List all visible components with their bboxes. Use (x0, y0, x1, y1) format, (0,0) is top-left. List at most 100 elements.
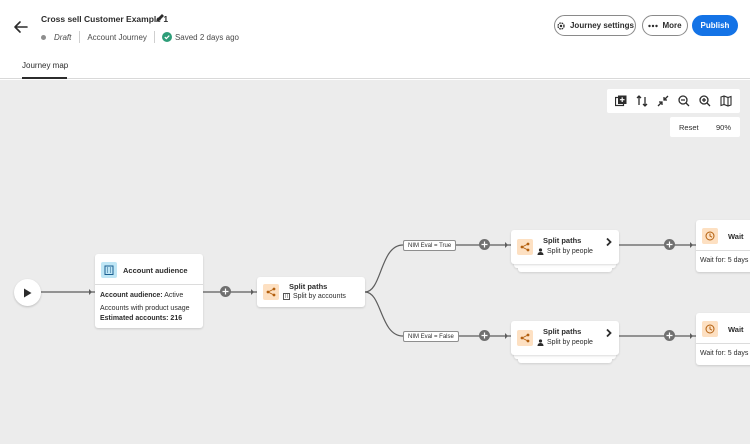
map-icon (719, 95, 732, 107)
person-icon (537, 339, 544, 346)
split-paths-node-bottom[interactable]: Split paths Split by people (511, 321, 619, 355)
wait-node-top[interactable]: Wait Wait for: 5 days (696, 220, 750, 272)
connector-arrow (505, 242, 508, 248)
split-main-title: Split paths (289, 282, 328, 291)
plus-icon (222, 288, 229, 295)
wait-bottom-detail: Wait for: 5 days (700, 350, 749, 357)
zoom-in-icon (699, 95, 711, 107)
wait-top-detail: Wait for: 5 days (700, 257, 749, 264)
split-paths-node-top[interactable]: Split paths Split by people (511, 230, 619, 264)
audience-description: Account audience: Active Accounts with p… (100, 290, 200, 315)
split-node-stack (518, 359, 612, 363)
journey-start-node[interactable] (14, 279, 41, 306)
canvas-toolbar (607, 89, 740, 113)
add-step-button[interactable] (220, 286, 231, 297)
pencil-icon[interactable] (154, 12, 166, 24)
zoom-level: 90% (715, 122, 731, 132)
node-divider (95, 284, 203, 285)
split-top-subtitle: Split by people (537, 248, 593, 255)
connector-arrow (690, 333, 693, 339)
ellipsis-icon (648, 24, 659, 27)
connector-arrow (89, 289, 92, 295)
zoom-control: Reset 90% (670, 117, 740, 137)
building-icon (283, 293, 290, 300)
gear-icon (557, 21, 565, 30)
add-step-button[interactable] (664, 330, 675, 341)
split-bottom-sub-label: Split by people (547, 339, 593, 346)
add-step-button[interactable] (479, 330, 490, 341)
estimated-value: 216 (170, 315, 183, 322)
split-top-sub-label: Split by people (547, 248, 593, 255)
split-paths-node-main[interactable]: Split paths Split by accounts (257, 277, 365, 307)
connector-arrow (505, 333, 508, 339)
split-node-stack (514, 355, 616, 359)
zoom-out-icon (678, 95, 690, 107)
node-divider (696, 343, 750, 344)
journey-settings-button[interactable]: Journey settings (554, 15, 636, 36)
journey-type: Account Journey (87, 32, 147, 42)
status-dot (41, 34, 46, 40)
add-step-button[interactable] (479, 239, 490, 250)
condition-label-false[interactable]: NIM Eval = False (403, 331, 459, 342)
chevron-right-icon[interactable] (604, 328, 614, 338)
split-bottom-title: Split paths (543, 327, 582, 336)
publish-button[interactable]: Publish (692, 15, 738, 36)
swap-button[interactable] (634, 93, 650, 109)
split-node-stack (514, 264, 616, 268)
more-label: More (662, 21, 682, 30)
zoom-reset-button[interactable]: Reset (679, 122, 699, 132)
plus-icon (666, 241, 673, 248)
estimated-label: Estimated accounts: (100, 315, 169, 322)
add-step-button[interactable] (664, 239, 675, 250)
node-divider (696, 250, 750, 251)
add-node-button[interactable] (613, 93, 629, 109)
back-arrow-icon[interactable] (11, 17, 31, 37)
meta-divider (79, 31, 81, 43)
wait-bottom-title: Wait (728, 325, 744, 334)
more-button[interactable]: More (642, 15, 688, 36)
plus-icon (666, 332, 673, 339)
person-icon (537, 248, 544, 255)
journey-meta: Draft Account Journey Saved 2 days ago (41, 31, 239, 43)
minimap-button[interactable] (718, 93, 734, 109)
account-audience-node[interactable]: Account audience Account audience: Activ… (95, 254, 203, 328)
audience-node-header: Account audience (101, 262, 188, 278)
wait-top-title: Wait (728, 232, 744, 241)
collapse-icon (657, 95, 669, 107)
journey-connectors (41, 242, 696, 339)
audience-desc-value: Active Accounts with product usage (100, 292, 190, 312)
wait-node-bottom[interactable]: Wait Wait for: 5 days (696, 313, 750, 365)
audience-desc-label: Account audience: (100, 292, 163, 299)
zoom-in-button[interactable] (697, 93, 713, 109)
split-icon (517, 239, 533, 255)
audience-estimate: Estimated accounts: 216 (100, 315, 182, 322)
swap-icon (636, 95, 648, 107)
clock-icon (702, 321, 718, 337)
chevron-right-icon[interactable] (604, 237, 614, 247)
meta-divider (153, 31, 155, 43)
clock-icon (702, 228, 718, 244)
check-circle-icon (161, 32, 172, 42)
connector-arrow (251, 289, 254, 295)
split-bottom-subtitle: Split by people (537, 339, 593, 346)
add-node-icon (615, 95, 627, 107)
condition-label-true[interactable]: NIM Eval = True (403, 240, 457, 251)
split-icon (263, 284, 279, 300)
journey-header: Cross sell Customer Example 1 Draft Acco… (0, 0, 750, 79)
building-icon (101, 262, 117, 278)
tab-journey-map[interactable]: Journey map (22, 61, 69, 70)
active-tab-indicator (22, 77, 67, 79)
audience-node-title: Account audience (123, 265, 188, 275)
play-icon (24, 288, 32, 297)
plus-icon (481, 241, 488, 248)
split-icon (517, 330, 533, 346)
collapse-button[interactable] (655, 93, 671, 109)
connector-arrow (690, 242, 693, 248)
split-main-subtitle: Split by accounts (283, 293, 346, 300)
zoom-out-button[interactable] (676, 93, 692, 109)
journey-canvas[interactable]: Reset 90% Account audience Account audie… (0, 80, 750, 444)
journey-title: Cross sell Customer Example 1 (41, 14, 169, 24)
journey-settings-label: Journey settings (569, 21, 634, 30)
status-label: Draft (54, 32, 72, 42)
saved-status: Saved 2 days ago (174, 32, 239, 42)
